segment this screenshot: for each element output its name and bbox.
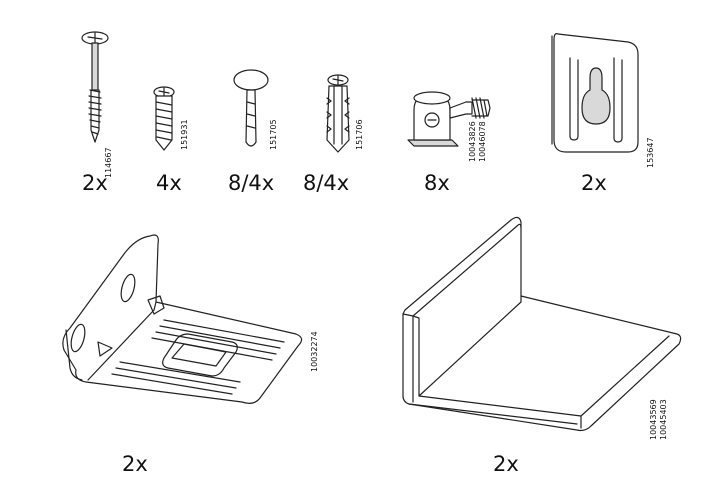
cam-connector-number-2: 10046078 (478, 121, 487, 162)
ribbed-bracket-quantity: 2x (122, 452, 148, 476)
cap-pin-icon (233, 69, 269, 147)
angle-bracket-ribbed-part: 10032274 2x (40, 230, 330, 480)
ribbed-plug-icon (153, 86, 175, 151)
cap-pin-quantity: 8/4x (228, 171, 275, 195)
angle-bracket-plain-part: 10043569 10045403 2x (395, 212, 695, 480)
ribbed-bracket-number-1: 10032274 (310, 331, 319, 372)
wood-screw-icon (81, 31, 109, 143)
plain-bracket-number-1: 10043569 (649, 399, 658, 440)
cap-pin-number-1: 151705 (269, 119, 278, 150)
plain-bracket-number-2: 10045403 (659, 399, 668, 440)
cap-pin-part: 151705 8/4x (226, 68, 296, 198)
cam-connector-quantity: 8x (424, 171, 450, 195)
plastic-plug-number-1: 151931 (180, 119, 189, 150)
keyhole-plate-part: 153647 2x (548, 28, 668, 198)
plain-bracket-icon (402, 216, 682, 432)
cam-connector-number-1: 10043826 (468, 121, 477, 162)
expansion-dowel-part: 151706 8/4x (303, 68, 375, 198)
cam-connector-icon (407, 91, 491, 147)
plastic-plug-part: 151931 4x (150, 82, 210, 202)
keyhole-plate-number-1: 153647 (646, 137, 655, 168)
ribbed-bracket-icon (62, 234, 303, 404)
keyhole-plate-quantity: 2x (581, 171, 607, 195)
wood-screw-part: 114667 2x (70, 28, 130, 198)
plain-bracket-quantity: 2x (493, 452, 519, 476)
plastic-plug-quantity: 4x (156, 171, 182, 195)
expansion-dowel-number-1: 151706 (355, 119, 364, 150)
wood-screw-quantity: 2x (82, 171, 108, 195)
cam-connector-part: 10043826 10046078 8x (400, 80, 500, 198)
expansion-dowel-quantity: 8/4x (303, 171, 350, 195)
keyhole-plate-icon (551, 33, 639, 153)
expansion-dowel-icon (326, 74, 350, 153)
